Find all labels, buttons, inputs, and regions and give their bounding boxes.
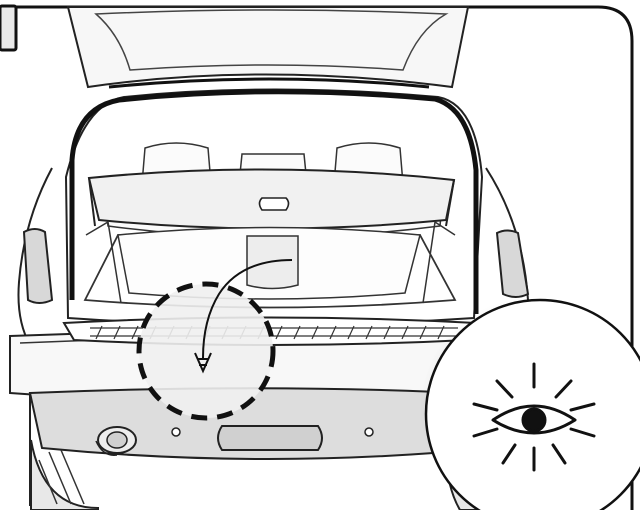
tailgate-outline [68,7,468,87]
inspection-circle [139,284,273,418]
bumper-fastener-right [365,428,373,436]
bumper-fastener-left [172,428,180,436]
tail-light-right [497,231,528,298]
license-plate-recess [218,426,322,450]
tail-light-left [24,229,52,303]
cargo-cover-handle [260,198,289,210]
corner-tab-icon [0,6,16,50]
